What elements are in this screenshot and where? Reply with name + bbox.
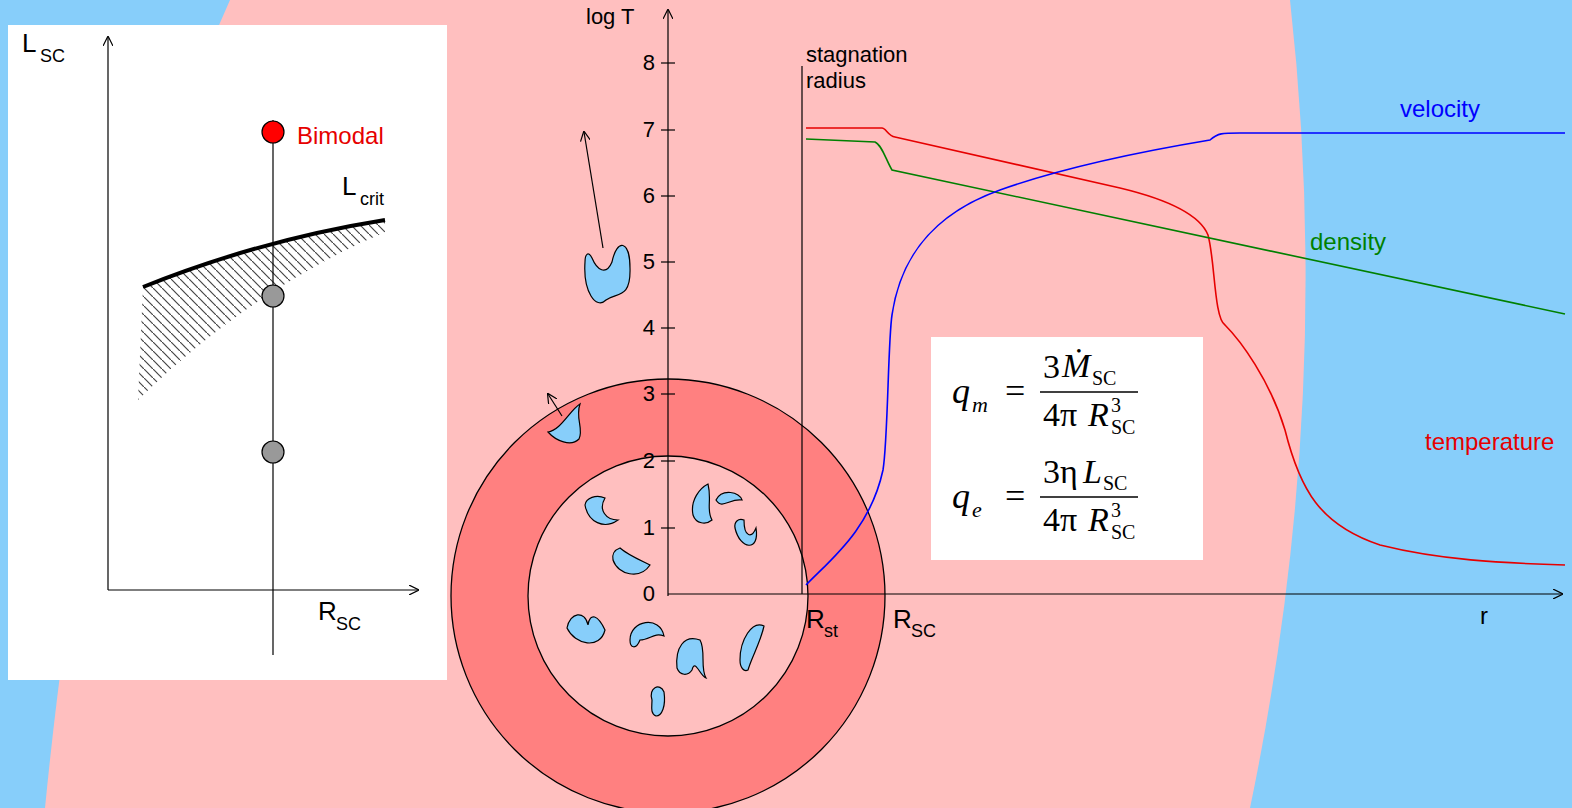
plot-label: 7 xyxy=(643,119,655,141)
panel-text: SC xyxy=(1092,368,1116,388)
panel-text: L xyxy=(1083,455,1102,489)
inset-axes xyxy=(108,37,418,655)
plot-label: R xyxy=(893,606,912,632)
panel-text: Ṁ xyxy=(1062,349,1090,383)
plot-label: SC xyxy=(911,622,936,640)
cluster-dot xyxy=(262,441,284,463)
fraction-bar xyxy=(1040,496,1138,498)
formula-panel xyxy=(931,337,1203,560)
panel-text: 3 xyxy=(1111,500,1121,520)
density-curve xyxy=(806,139,1565,314)
plot-label: 3 xyxy=(643,383,655,405)
cluster-dot xyxy=(262,285,284,307)
panel-text: crit xyxy=(360,190,384,208)
panel-text: 3 xyxy=(1111,395,1121,415)
panel-text: SC xyxy=(40,47,65,65)
panel-text: R xyxy=(1088,503,1109,537)
panel-text: 3 xyxy=(1043,350,1060,384)
critical-curve xyxy=(143,220,385,287)
velocity-curve xyxy=(806,133,1565,585)
formula-box: qm=3ṀSC4πR3SCqe=3ηLSC4πR3SC xyxy=(931,337,1203,560)
panel-text: 3η xyxy=(1043,455,1078,489)
inset-panel: LSCBimodalLcritRSC xyxy=(8,25,447,680)
plot-label: 4 xyxy=(643,317,655,339)
panel-text: SC xyxy=(336,615,361,633)
plot-label: log T xyxy=(586,6,635,28)
panel-text: SC xyxy=(1111,417,1135,437)
panel-text: 4π xyxy=(1043,398,1077,432)
plot-label: 6 xyxy=(643,185,655,207)
plot-label: st xyxy=(824,622,838,640)
panel-text: R xyxy=(318,598,337,624)
bimodal-dot xyxy=(262,121,284,143)
panel-text: = xyxy=(1005,478,1025,514)
plot-label: 8 xyxy=(643,52,655,74)
temperature-curve xyxy=(806,128,1565,565)
panel-text: m xyxy=(972,394,988,416)
panel-text: 4π xyxy=(1043,503,1077,537)
plot-label: 1 xyxy=(643,517,655,539)
plot-label: 5 xyxy=(643,251,655,273)
plot-label: r xyxy=(1480,604,1488,628)
fraction-bar xyxy=(1040,391,1138,393)
panel-text: q xyxy=(952,478,970,514)
motion-arrow xyxy=(584,132,603,248)
hatched-region xyxy=(138,220,385,400)
panel-text: SC xyxy=(1103,473,1127,493)
plot-label: temperature xyxy=(1425,430,1554,454)
inset-panel xyxy=(8,25,447,680)
panel-text: = xyxy=(1005,373,1025,409)
panel-text: L xyxy=(22,30,36,56)
plot-label: 2 xyxy=(643,450,655,472)
panel-text: R xyxy=(1088,398,1109,432)
plot-axes xyxy=(661,10,1562,596)
plot-label: density xyxy=(1310,230,1386,254)
panel-text: e xyxy=(972,499,982,521)
plot-label: 0 xyxy=(643,583,655,605)
panel-text: SC xyxy=(1111,522,1135,542)
gas-clumps xyxy=(548,245,764,716)
plot-label: R xyxy=(806,606,825,632)
panel-text: q xyxy=(952,373,970,409)
plot-label: stagnation radius xyxy=(806,42,931,95)
panel-text: Bimodal xyxy=(297,124,384,148)
motion-arrow xyxy=(548,394,562,416)
panel-text: L xyxy=(342,173,356,199)
plot-label: velocity xyxy=(1400,97,1480,121)
